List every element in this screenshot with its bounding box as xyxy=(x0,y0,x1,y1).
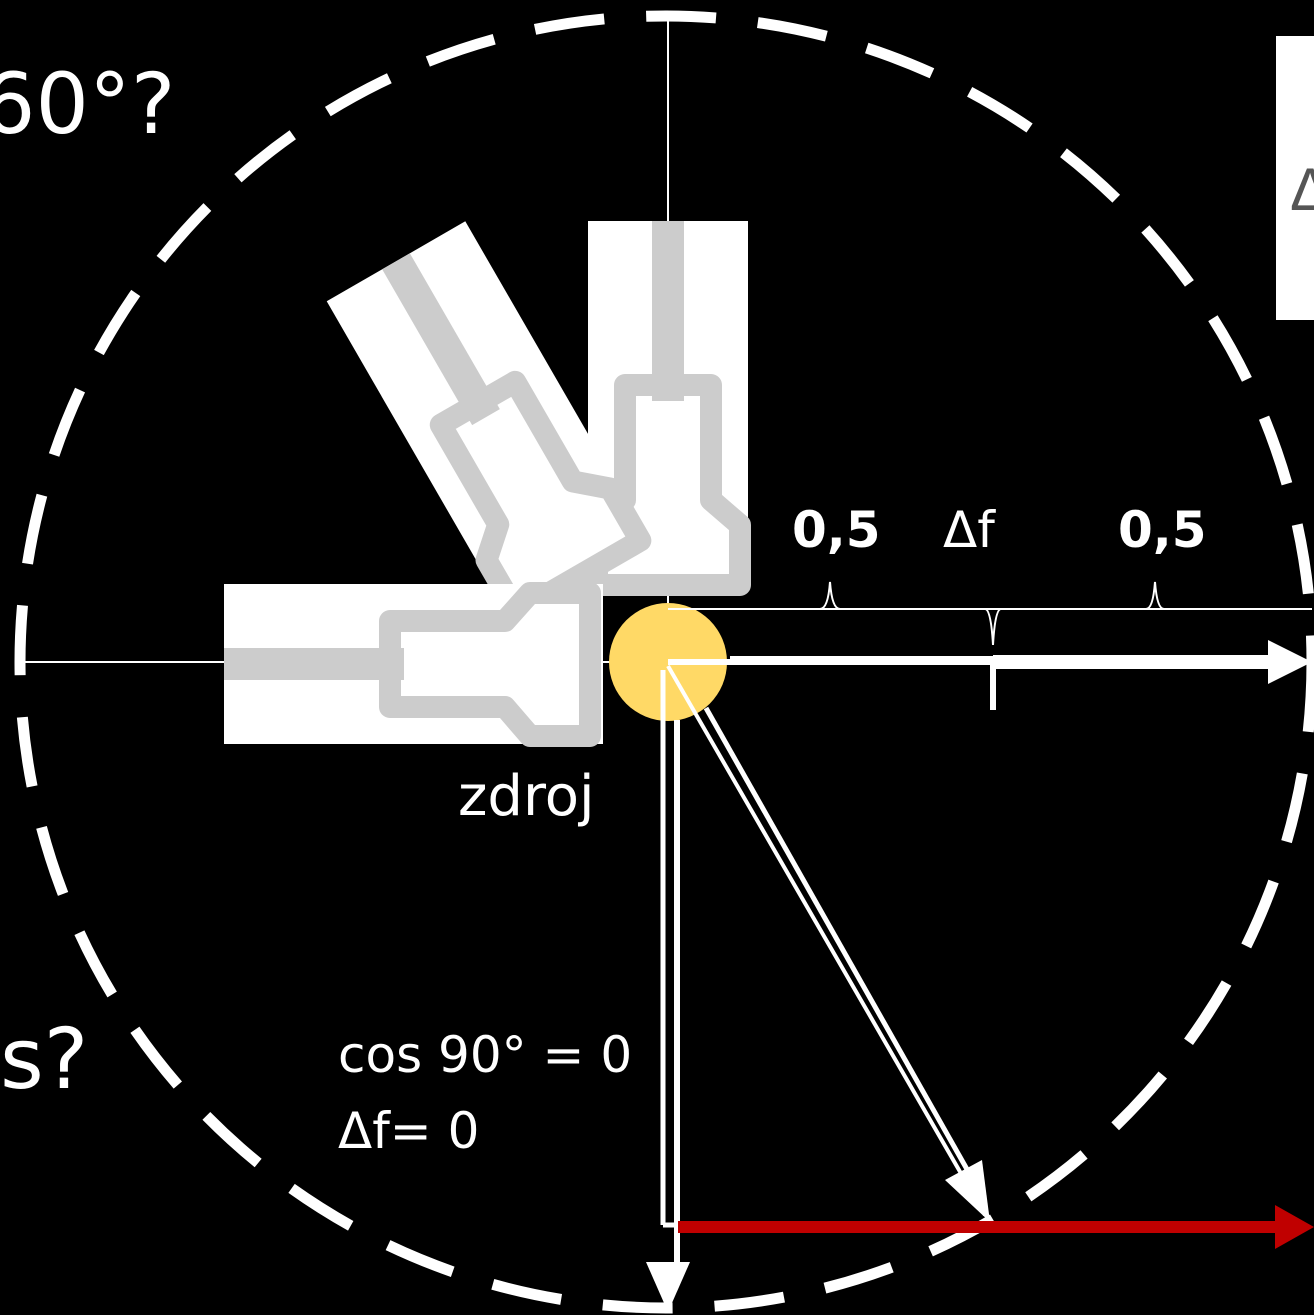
cos-equation-label: cos 90° = 0 xyxy=(338,1026,632,1084)
bracket-marks xyxy=(668,581,1312,646)
half-right-label: 0,5 xyxy=(1118,501,1207,559)
side-panel xyxy=(1276,36,1314,320)
half-left-label: 0,5 xyxy=(792,501,881,559)
speed-question-label: s? xyxy=(0,1010,88,1108)
source-label: zdroj xyxy=(458,764,595,829)
horn-antenna-tilted-icon xyxy=(326,221,652,624)
vertical-velocity-arrow xyxy=(646,670,690,1312)
horn-antenna-horizontal-icon xyxy=(224,582,603,747)
angle-question-label: 60°? xyxy=(0,55,175,153)
delta-f-label: Δf xyxy=(943,501,996,559)
side-panel-symbol: Δ xyxy=(1290,156,1314,223)
diagonal-velocity-arrow xyxy=(666,664,990,1222)
horizontal-velocity-arrow xyxy=(668,640,1312,710)
red-component-arrow xyxy=(678,1205,1314,1249)
delta-f-equation-label: Δf= 0 xyxy=(338,1102,479,1160)
